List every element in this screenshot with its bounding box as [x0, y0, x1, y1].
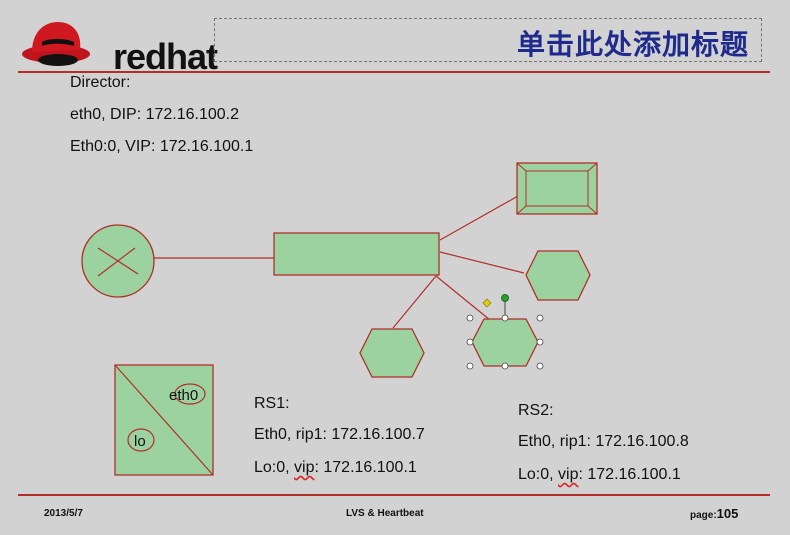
- director-eth0-ip: 172.16.100.2: [145, 106, 240, 123]
- rs1-lo-prefix: Lo:0,: [254, 459, 295, 476]
- rs1-lo-suffix: : 172.16.100.1: [314, 459, 417, 476]
- shadowman-icon: [22, 22, 90, 66]
- rs2-lo-line: Lo:0, vip: 172.16.100.1: [518, 466, 681, 484]
- title-placeholder[interactable]: 单击此处添加标题: [214, 18, 762, 62]
- director-eth0-line: eth0, DIP: 172.16.100.2: [70, 106, 239, 124]
- rotate-handle-icon[interactable]: [501, 294, 509, 302]
- rs1-host-icon[interactable]: [359, 328, 425, 378]
- director-eth0-prefix: eth0, DIP:: [70, 106, 146, 123]
- lo-label: lo: [134, 433, 146, 450]
- switch-to-director-line: [439, 195, 519, 241]
- rs2-vip-word: vip: [558, 466, 579, 483]
- switch-icon[interactable]: [273, 232, 440, 276]
- router-icon[interactable]: [81, 224, 155, 298]
- switch-to-rs1-line: [392, 275, 437, 329]
- footer-date: 2013/5/7: [44, 508, 83, 519]
- rs2-host-icon[interactable]: [471, 318, 539, 367]
- footer-center: LVS & Heartbeat: [346, 508, 424, 519]
- selection-handles[interactable]: [466, 294, 544, 370]
- rs2-lo-suffix: : 172.16.100.1: [578, 466, 681, 483]
- director-server-icon[interactable]: [516, 162, 598, 215]
- footer-page: page:105: [690, 506, 738, 521]
- rs2-lo-prefix: Lo:0,: [518, 466, 559, 483]
- switch-to-host-right-line: [439, 251, 525, 274]
- rs1-rip-line: Eth0, rip1: 172.16.100.7: [254, 426, 425, 443]
- logo-wordmark: redhat: [113, 36, 218, 77]
- top-divider: [18, 71, 770, 73]
- footer-page-number: 105: [716, 506, 739, 521]
- real-server-box[interactable]: eth0 lo: [114, 364, 214, 476]
- bottom-divider: [18, 494, 770, 496]
- director-vip-line: Eth0:0, VIP: 172.16.100.1: [70, 138, 253, 156]
- eth0-interface: [174, 383, 206, 405]
- redhat-logo: redhat: [18, 14, 218, 77]
- rs2-rip-line: Eth0, rip1: 172.16.100.8: [518, 433, 689, 450]
- director-vip-prefix: Eth0:0, VIP:: [70, 138, 160, 155]
- host-right-icon[interactable]: [525, 250, 591, 301]
- director-heading: Director:: [70, 74, 131, 91]
- slide-title: 单击此处添加标题: [516, 28, 749, 61]
- rs1-lo-line: Lo:0, vip: 172.16.100.1: [254, 459, 417, 477]
- rs1-vip-word: vip: [294, 459, 315, 476]
- lo-interface: [127, 428, 155, 452]
- switch-to-rs2-line: [435, 275, 491, 321]
- eth0-label: eth0: [169, 387, 198, 404]
- adjust-handle-icon[interactable]: [482, 298, 492, 308]
- rs1-heading: RS1:: [254, 395, 290, 412]
- director-vip-ip: 172.16.100.1: [159, 138, 254, 155]
- rs2-heading: RS2:: [518, 402, 554, 419]
- footer-page-label: page:: [690, 510, 717, 521]
